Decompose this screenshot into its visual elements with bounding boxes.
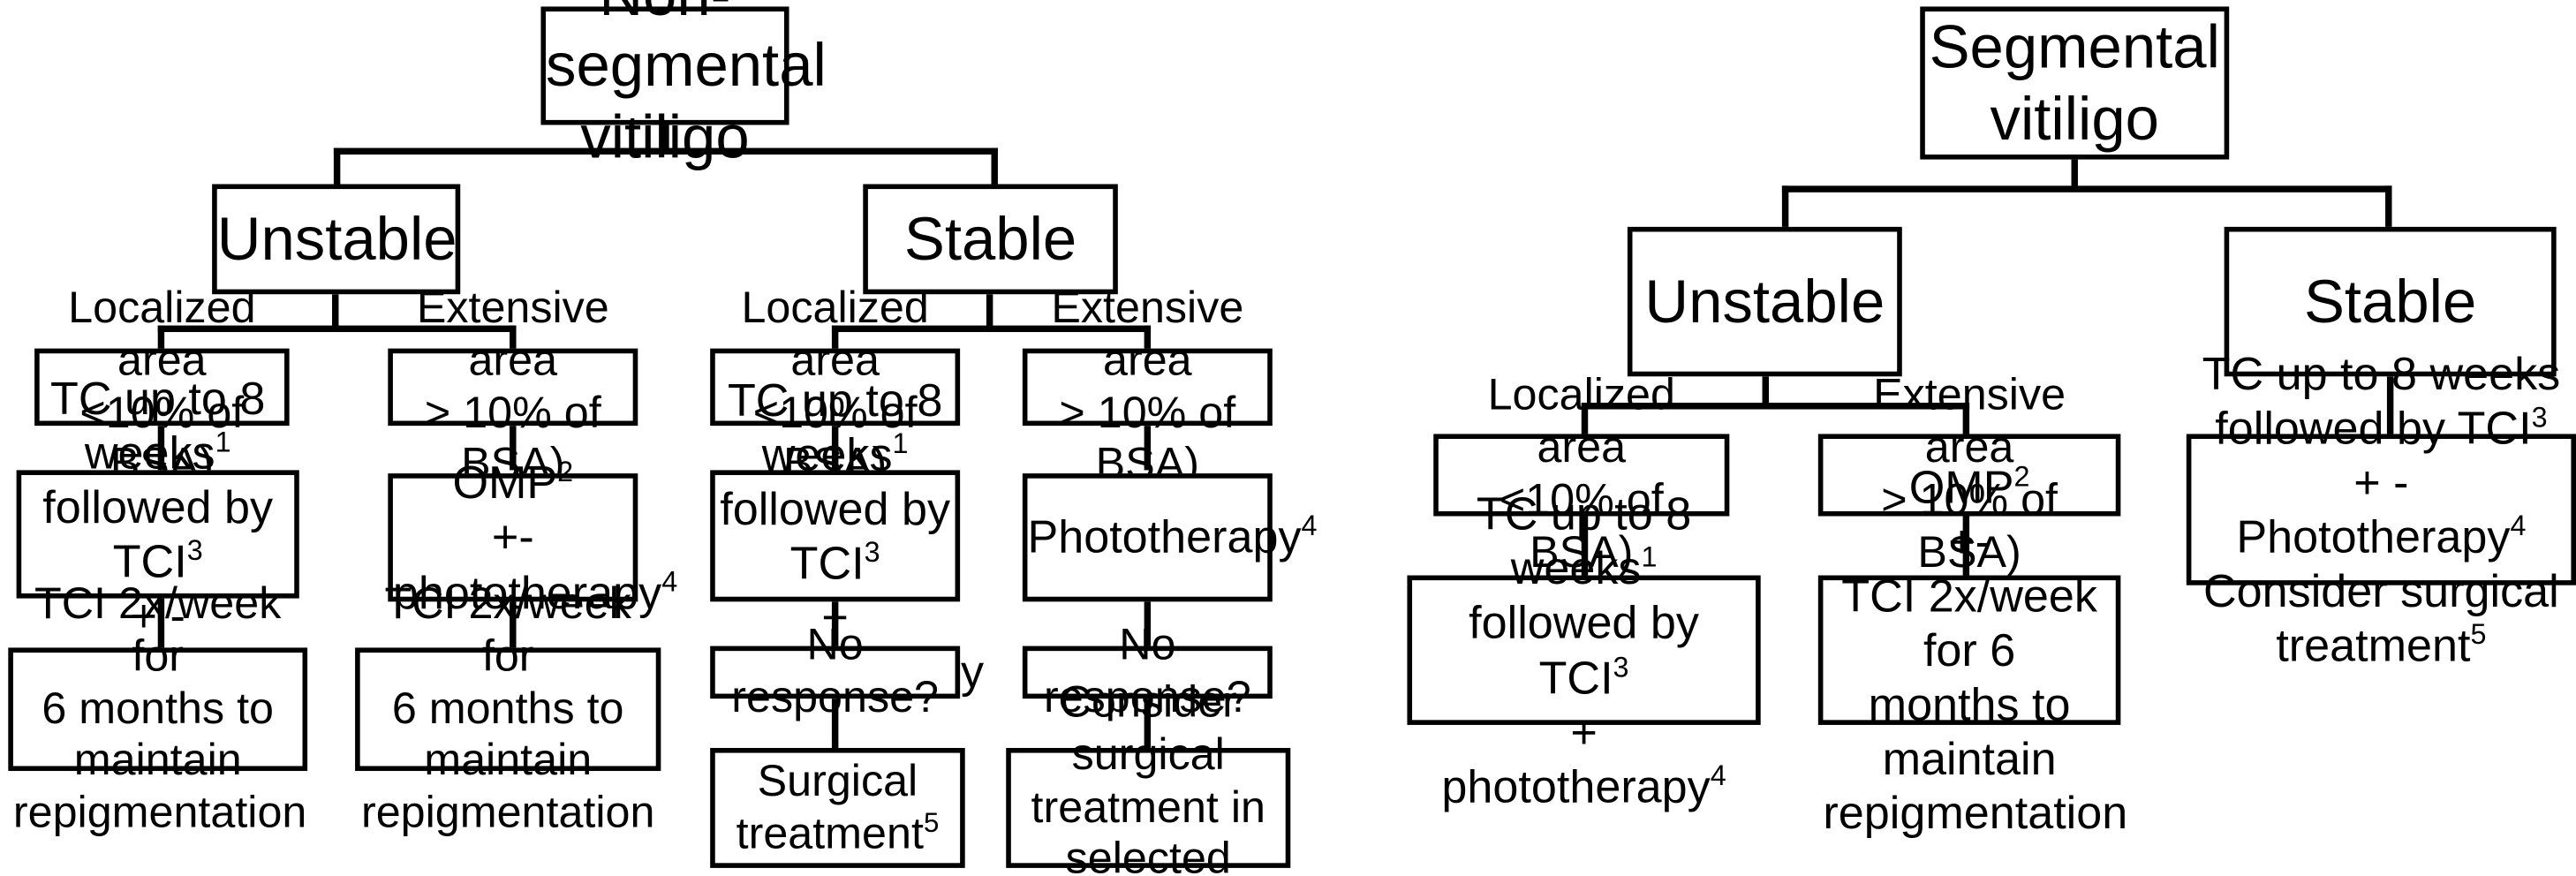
edge-seg-root-down: [2071, 159, 2078, 190]
node-check-stable-localized: No response?: [710, 620, 961, 721]
edge-seg-bus-to-stable: [2385, 185, 2392, 229]
node-seg-area-localized: Localized area <10% of BSA): [1433, 370, 1730, 577]
node-label: Unstable: [216, 205, 457, 273]
edge-seg-root-bus: [1781, 185, 2392, 193]
edge-bus-to-unstable: [333, 147, 341, 186]
node-label: No response?: [731, 620, 940, 722]
node-maintenance-unstable-localized: TCI 2x/week for 6 months to maintain rep…: [8, 578, 308, 837]
edge-stable-right: [1144, 325, 1152, 351]
edge-treat4-to-check: [1144, 601, 1152, 646]
edge-unstable-down: [332, 294, 339, 329]
node-unstable: Unstable: [212, 184, 461, 295]
node-check-stable-extensive: No response?: [1022, 620, 1273, 721]
node-label: Extensive area > 10% of BSA): [1873, 370, 2066, 578]
node-label: TCI 2x/week for 6 months to maintain rep…: [12, 578, 307, 838]
edge-stable-bus: [831, 325, 1152, 333]
node-label: TCI 2x/week for 6 months to maintain rep…: [360, 578, 655, 838]
edge-seg-unstable-down: [1762, 376, 1769, 406]
node-label: Extensive area > 10% of BSA): [1051, 282, 1244, 489]
node-area-unstable-extensive: Extensive area > 10% of BSA): [388, 283, 638, 489]
node-label: Phototherapy4: [1027, 510, 1318, 563]
edge-unstable-right: [510, 325, 517, 351]
node-outcome-surgical: Surgical treatment5: [710, 747, 965, 868]
edge-check1-to-outcome: [831, 699, 839, 748]
node-segmental-root: Segmental vitiligo: [1920, 6, 2230, 160]
edge-bus-to-stable: [991, 147, 998, 186]
edge-unstable-bus: [157, 325, 517, 333]
edge-area2-to-treatment: [510, 426, 517, 471]
node-label: Localized area <10% of BSA): [741, 282, 929, 489]
edge-seg-area2-to-treatment: [1962, 516, 1970, 578]
edge-treat1-to-maintenance: [157, 598, 165, 648]
node-seg-stable: Stable: [2224, 226, 2557, 377]
node-label: Stable: [2303, 267, 2477, 336]
node-stable: Stable: [863, 184, 1118, 295]
edge-unstable-left: [157, 325, 165, 351]
node-area-stable-localized: Localized area <10% of BSA): [710, 283, 961, 489]
edge-root-down: [662, 125, 669, 152]
edge-check2-to-outcome: [1144, 699, 1152, 748]
node-area-stable-extensive: Extensive area > 10% of BSA): [1022, 283, 1273, 489]
node-label: Unstable: [1644, 267, 1885, 336]
node-treatment-unstable-extensive: OMP2+-phototherapy4: [388, 457, 677, 617]
node-label: Surgical treatment5: [736, 755, 940, 857]
edge-area1-to-treatment: [157, 426, 165, 471]
node-treatment-stable-extensive: Phototherapy4: [1022, 473, 1318, 602]
node-label: No response?: [1043, 620, 1251, 722]
edge-seg-unstable-left: [1581, 403, 1589, 436]
edge-seg-unstable-bus: [1581, 403, 1970, 410]
edge-seg-bus-to-unstable: [1781, 185, 1789, 229]
edge-seg-unstable-right: [1962, 403, 1970, 436]
node-label: Stable: [903, 205, 1077, 273]
node-maintenance-unstable-extensive: TCI 2x/week for 6 months to maintain rep…: [355, 578, 661, 837]
node-seg-area-extensive: Extensive area > 10% of BSA): [1817, 370, 2121, 577]
edge-seg-area1-to-treatment: [1581, 516, 1589, 578]
edge-treat2-to-maintenance: [510, 601, 517, 648]
node-seg-unstable: Unstable: [1627, 226, 1902, 377]
edge-seg-stable-down: [2386, 376, 2394, 436]
node-label: Localized area <10% of BSA): [1487, 370, 1675, 578]
node-non-segmental-root: Non-segmental vitiligo: [540, 0, 827, 170]
edge-treat3-to-check: [831, 601, 839, 646]
node-label: Segmental vitiligo: [1929, 12, 2220, 153]
edge-root-bus: [333, 147, 998, 155]
edge-stable-down: [986, 294, 993, 329]
edge-area3-to-treatment: [831, 426, 839, 471]
edge-stable-left: [831, 325, 839, 351]
node-label: OMP2+-phototherapy4: [392, 455, 678, 618]
node-label: Non-segmental vitiligo: [546, 0, 827, 171]
edge-area4-to-treatment: [1144, 426, 1152, 471]
